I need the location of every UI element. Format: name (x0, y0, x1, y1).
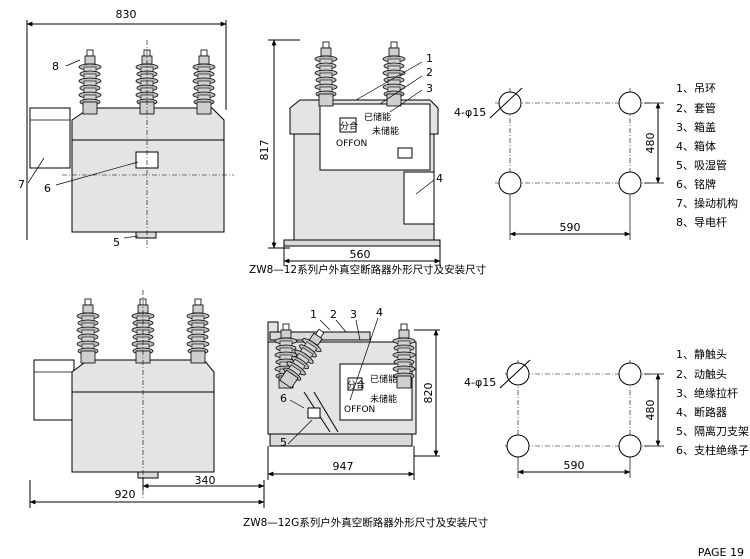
top-callout-6: 6 (44, 182, 51, 195)
top-callout-3: 3 (426, 82, 433, 95)
top-legend-item: 8、导电杆 (676, 215, 727, 229)
bottom-callout-1: 1 (310, 308, 317, 321)
mount-hole (618, 362, 642, 386)
side-bushing-left (314, 41, 338, 107)
bottom-side-width-dim: 947 (333, 460, 354, 473)
bottom-panel-open-close: 分合 (347, 379, 365, 391)
bottom-callout-2: 2 (330, 308, 337, 321)
bushing-left (78, 49, 102, 115)
bottom-panel-not-stored: 未储能 (370, 393, 397, 405)
top-caption: ZW8—12系列户外真空断路器外形尺寸及安装尺寸 (249, 263, 486, 276)
bottom-hole-diameter: 4-φ15 (464, 376, 496, 389)
bottom-legend-item: 6、支柱绝缘子 (676, 443, 749, 457)
bottom-callout-4: 4 (376, 306, 383, 319)
bottom-side-view: 分合 已储能 未储能 OFFON 1 2 3 4 5 6 820 947 (267, 306, 440, 480)
top-hole-width: 590 (560, 221, 581, 234)
bottom-legend-item: 4、断路器 (676, 405, 727, 419)
mount-hole (498, 91, 522, 115)
mount-hole (618, 171, 642, 195)
bottom-legend-item: 5、隔离刀支架 (676, 424, 749, 438)
bottom-callout-6: 6 (280, 392, 287, 405)
top-callout-5: 5 (113, 236, 120, 249)
bottom-bushing-right (186, 298, 210, 364)
bottom-caption: ZW8—12G系列户外真空断路器外形尺寸及安装尺寸 (243, 516, 488, 529)
top-callout-4: 4 (436, 172, 443, 185)
top-callout-1: 1 (426, 52, 433, 65)
bottom-bushing-left (76, 298, 100, 364)
operating-panel (319, 103, 431, 171)
top-hole-height: 480 (644, 133, 657, 154)
bottom-front-view: 340 920 (29, 290, 265, 508)
bottom-panel-offon: OFFON (344, 405, 375, 415)
bottom-legend-item: 2、动触头 (676, 367, 727, 381)
top-callout-2: 2 (426, 66, 433, 79)
top-hole-diameter: 4-φ15 (454, 106, 486, 119)
top-panel-open-close: 分合 (340, 120, 358, 132)
bottom-callout-3: 3 (350, 308, 357, 321)
mount-hole (618, 434, 642, 458)
top-front-width-dim: 830 (116, 8, 137, 21)
top-legend-item: 7、操动机构 (676, 196, 738, 210)
bottom-hole-width: 590 (564, 459, 585, 472)
top-legend-item: 6、铭牌 (676, 177, 716, 191)
top-callout-8: 8 (52, 60, 59, 73)
mount-hole (506, 434, 530, 458)
top-legend-item: 5、吸湿管 (676, 158, 727, 172)
top-panel-stored: 已储能 (364, 111, 391, 123)
bottom-front-width-dim: 920 (115, 488, 136, 501)
bushing-right (192, 49, 216, 115)
top-side-width-dim: 560 (350, 248, 371, 261)
top-legend-item: 4、箱体 (676, 139, 716, 153)
page-label: PAGE 19 (698, 546, 744, 559)
side-bushing (392, 323, 416, 389)
top-panel-offon: OFFON (336, 139, 367, 149)
top-panel-not-stored: 未储能 (372, 125, 399, 137)
bottom-legend-item: 3、绝缘拉杆 (676, 386, 738, 400)
mount-hole (618, 91, 642, 115)
bottom-legend-item: 1、静触头 (676, 347, 727, 361)
bottom-callout-5: 5 (280, 436, 287, 449)
top-legend-item: 1、吊环 (676, 82, 716, 95)
top-legend: 1、吊环 2、套管 3、箱盖 4、箱体 5、吸湿管 6、铭牌 7、操动机构 8、… (676, 82, 738, 229)
top-hole-layout: 4-φ15 480 590 (454, 87, 664, 240)
top-front-view: 830 8 7 6 5 (18, 8, 234, 250)
bottom-panel-stored: 已储能 (370, 373, 397, 385)
mount-hole (506, 362, 530, 386)
bottom-legend: 1、静触头 2、动触头 3、绝缘拉杆 4、断路器 5、隔离刀支架 6、支柱绝缘子 (676, 347, 749, 457)
top-callout-7: 7 (18, 178, 25, 191)
bottom-side-height-dim: 820 (422, 383, 435, 404)
top-legend-item: 3、箱盖 (676, 120, 716, 134)
bottom-hole-height: 480 (644, 400, 657, 421)
top-side-view: 817 分合 已储能 未储能 OFFON 1 2 3 4 560 (258, 39, 443, 266)
top-legend-item: 2、套管 (676, 101, 716, 115)
mount-hole (498, 171, 522, 195)
top-side-height-dim: 817 (258, 140, 271, 161)
bottom-front-offset-dim: 340 (195, 474, 216, 487)
bottom-hole-layout: 4-φ15 480 590 (464, 359, 664, 478)
